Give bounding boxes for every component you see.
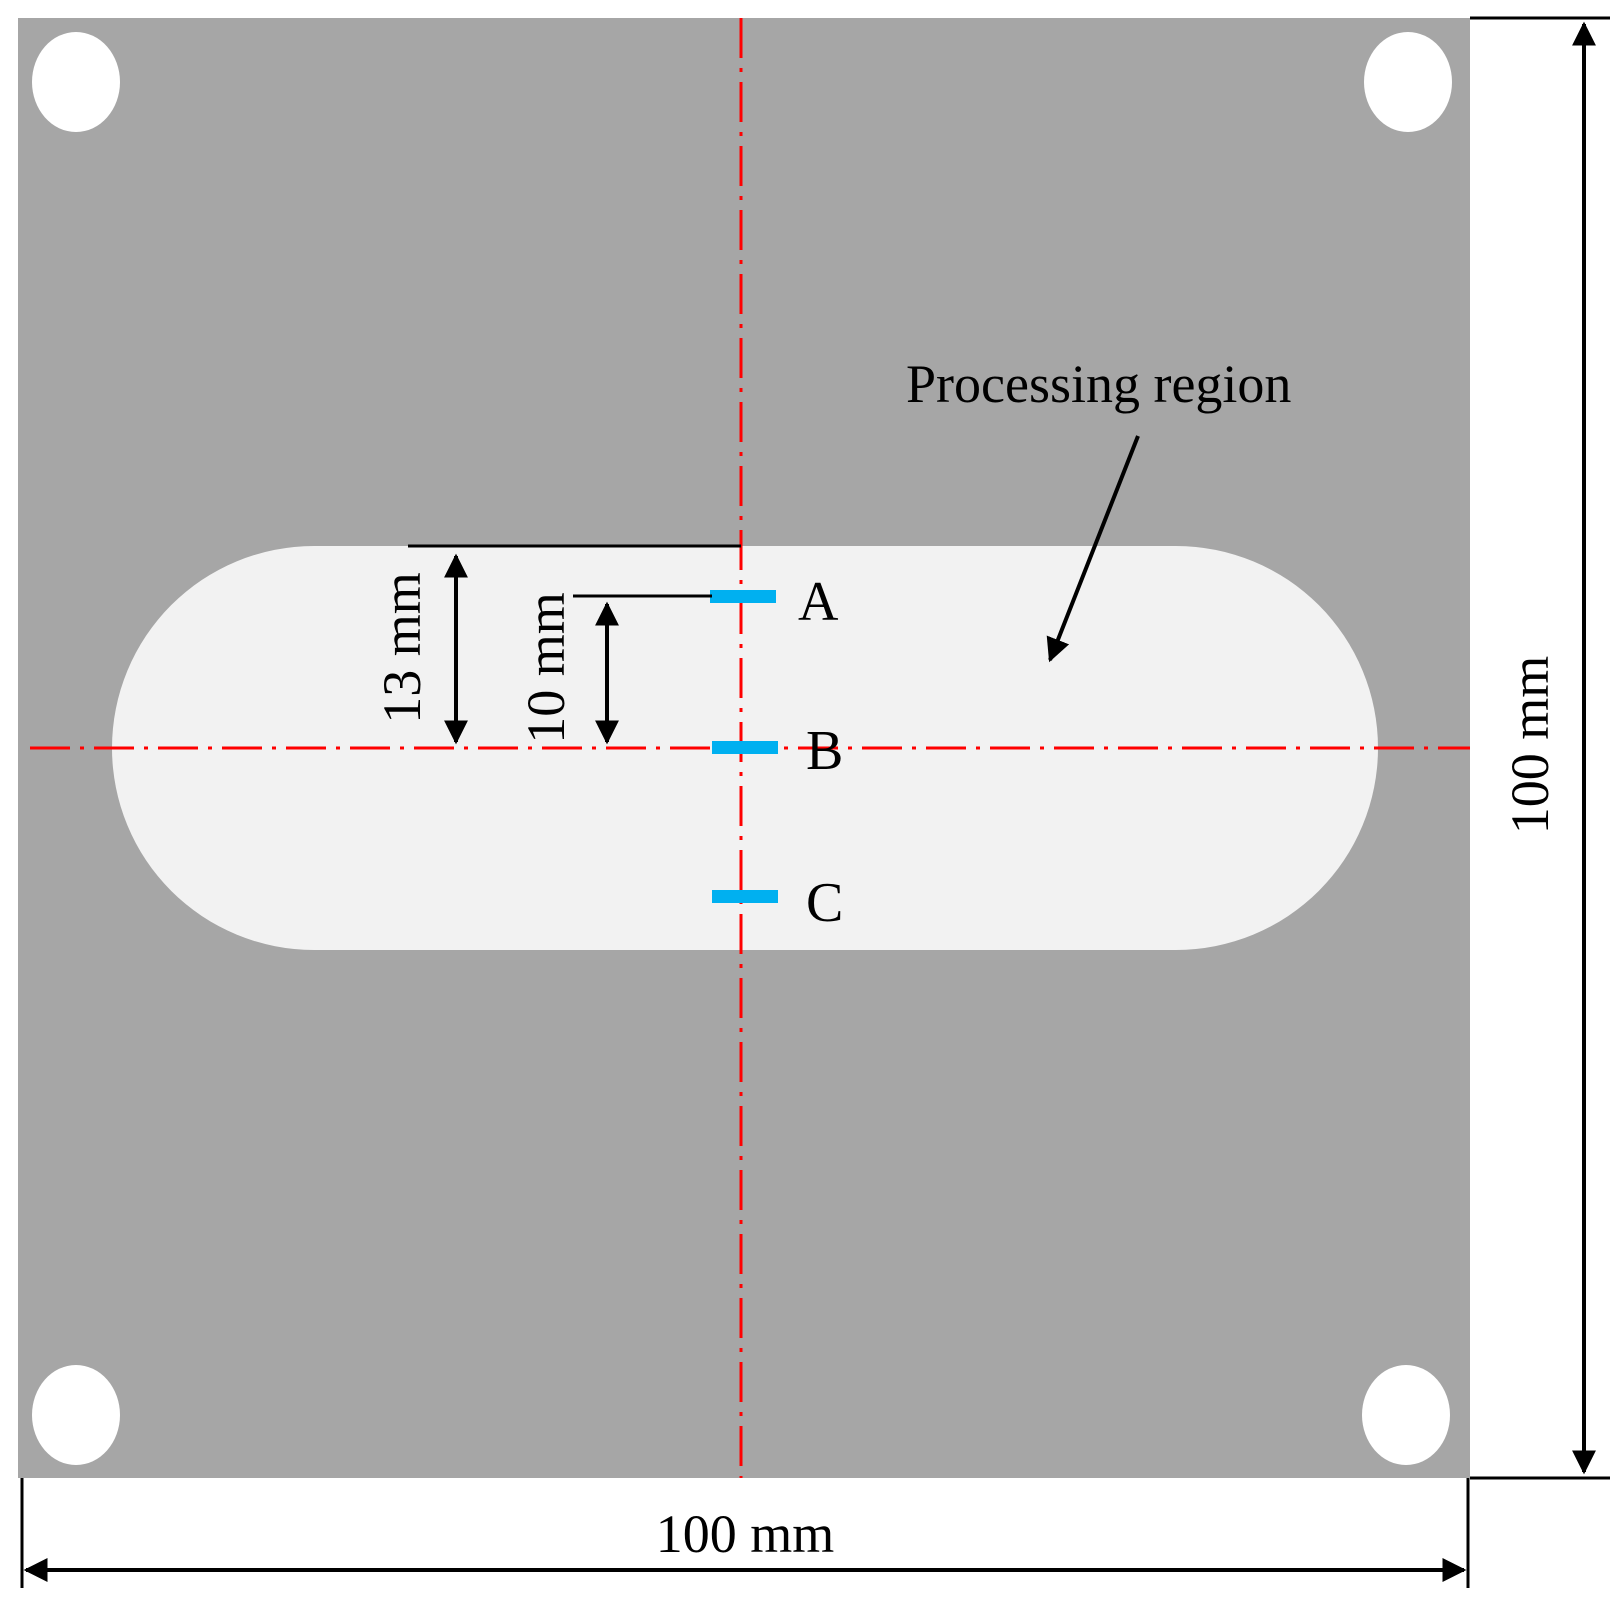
hole-bottom-left	[32, 1365, 120, 1465]
label-point-a: A	[798, 571, 839, 633]
width-dimension-label: 100 mm	[656, 1504, 835, 1564]
hole-top-right	[1364, 32, 1452, 132]
measurement-point-b	[712, 741, 778, 754]
label-point-b: B	[806, 720, 843, 782]
hole-bottom-right	[1362, 1365, 1450, 1465]
hole-top-left	[32, 32, 120, 132]
measurement-point-a	[710, 590, 776, 603]
processing-region-pointer	[1046, 435, 1140, 663]
processing-region-label: Processing region	[906, 354, 1291, 414]
measurement-point-c	[712, 890, 778, 903]
label-point-c: C	[806, 872, 843, 934]
dim-10-label: 10 mm	[516, 592, 576, 744]
dim-13-label: 13 mm	[372, 572, 432, 724]
height-dimension-label: 100 mm	[1500, 656, 1560, 835]
